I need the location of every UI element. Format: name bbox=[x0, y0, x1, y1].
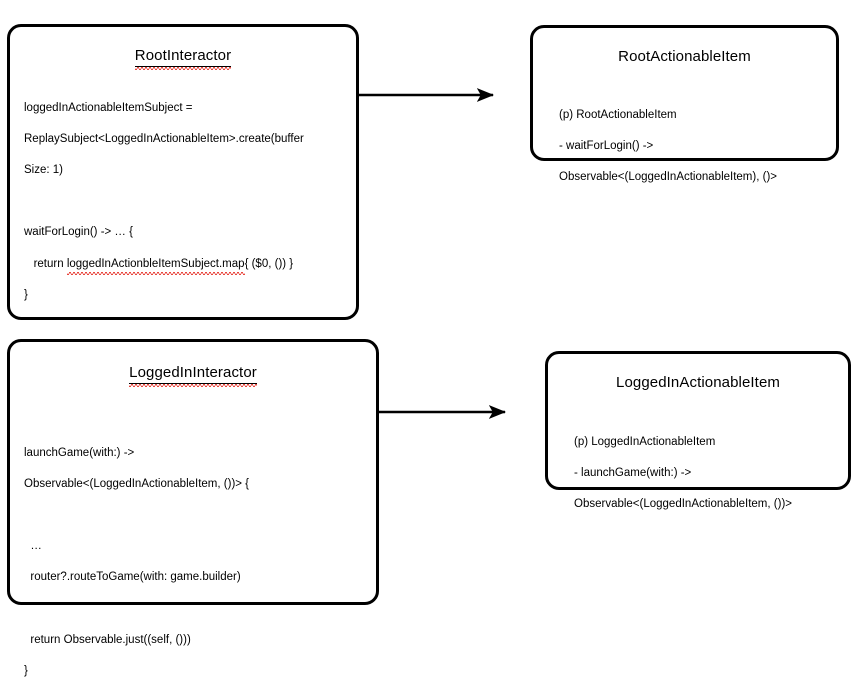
code-line: router?.routeToGame(with: game.builder) bbox=[24, 571, 241, 584]
code-line: (p) LoggedInActionableItem bbox=[574, 435, 716, 448]
node-root-interactor[interactable]: RootInteractor loggedInActionableItemSub… bbox=[7, 24, 359, 488]
code-line-spellchecked: return loggedInActionbleItemSubject.map{… bbox=[24, 257, 293, 275]
diagram-canvas: RootInteractor loggedInActionableItemSub… bbox=[7, 24, 851, 677]
node-root-actionable-item[interactable]: RootActionableItem (p) RootActionableIte… bbox=[530, 25, 839, 183]
code-line: } bbox=[24, 288, 28, 301]
node-title-text: RootActionableItem bbox=[618, 48, 751, 65]
code-line: (p) RootActionableItem bbox=[559, 108, 677, 121]
node-loggedin-interactor[interactable]: LoggedInInteractor launchGame(with:) -> … bbox=[7, 339, 379, 677]
code-line: - launchGame(with:) -> bbox=[574, 466, 692, 479]
code-line-blank bbox=[24, 320, 27, 332]
code-line: return Observable.just((self, ())) bbox=[24, 633, 191, 646]
code-line: Observable<(LoggedInActionableItem), ()> bbox=[559, 170, 777, 183]
code-line: - waitForLogin() -> bbox=[559, 139, 654, 152]
code-line: launchGame(with:) -> bbox=[24, 446, 135, 459]
spellcheck-span: loggedInActionbleItemSubject.map bbox=[66, 257, 245, 275]
code-line: } bbox=[24, 664, 28, 677]
node-title-root-interactor: RootInteractor bbox=[10, 47, 356, 70]
node-title-root-actionable-item: RootActionableItem bbox=[533, 48, 836, 66]
code-line: ReplaySubject<LoggedInActionableItem>.cr… bbox=[24, 132, 304, 145]
node-title-loggedin-interactor: LoggedInInteractor bbox=[10, 364, 376, 387]
node-title-text: RootInteractor bbox=[134, 47, 232, 70]
code-line-blank bbox=[24, 195, 27, 207]
node-body-loggedin-actionable-item: (p) LoggedInActionableItem - launchGame(… bbox=[574, 419, 848, 528]
code-line: Observable<(LoggedInActionableItem, ())>… bbox=[24, 477, 250, 490]
node-body-root-actionable-item: (p) RootActionableItem - waitForLogin() … bbox=[559, 92, 836, 201]
node-loggedin-actionable-item[interactable]: LoggedInActionableItem (p) LoggedInActio… bbox=[545, 351, 851, 510]
code-line-blank bbox=[24, 509, 27, 521]
node-body-loggedin-interactor: launchGame(with:) -> Observable<(LoggedI… bbox=[24, 430, 376, 695]
code-line: … bbox=[24, 540, 42, 553]
node-title-text: LoggedInInteractor bbox=[129, 364, 257, 387]
code-line-prefix: return bbox=[24, 257, 67, 270]
code-line-blank bbox=[24, 603, 27, 615]
node-title-loggedin-actionable-item: LoggedInActionableItem bbox=[548, 374, 848, 392]
code-line: waitForLogin() -> … { bbox=[24, 226, 133, 239]
node-title-text: LoggedInActionableItem bbox=[616, 374, 780, 391]
code-line: Size: 1) bbox=[24, 163, 63, 176]
code-line: loggedInActionableItemSubject = bbox=[24, 101, 193, 114]
code-line: Observable<(LoggedInActionableItem, ())> bbox=[574, 497, 792, 510]
